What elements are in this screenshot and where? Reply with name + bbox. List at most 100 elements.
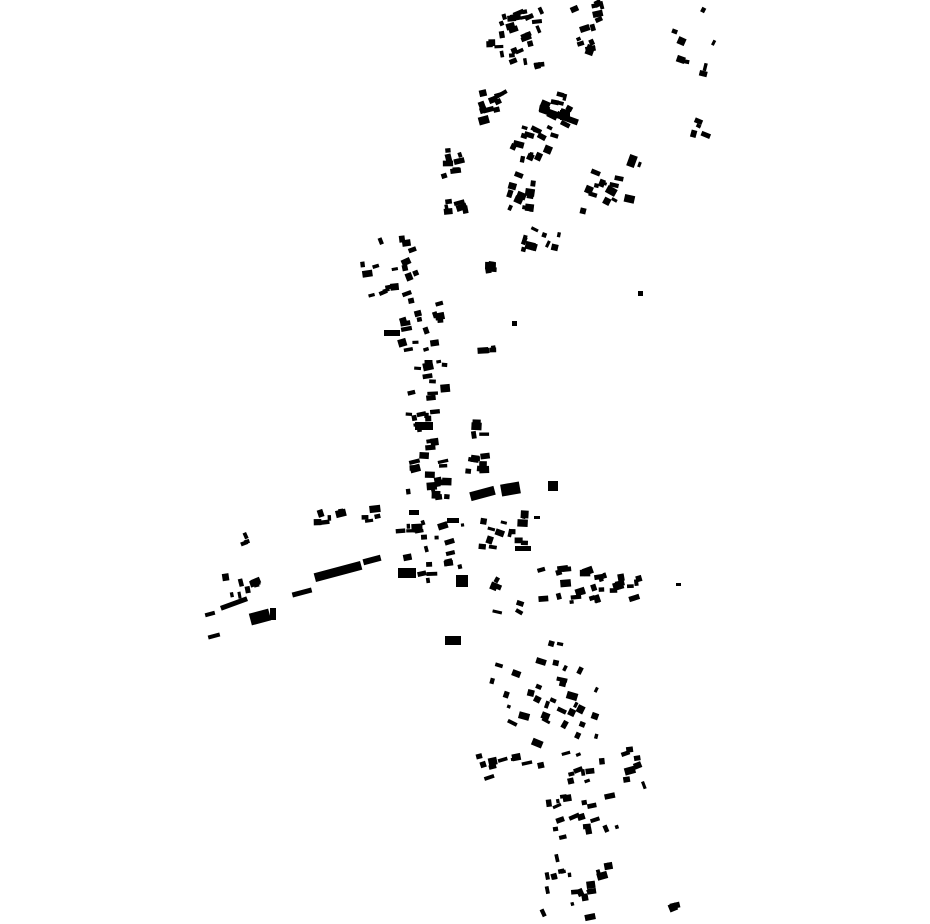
building: [426, 561, 433, 567]
building: [587, 887, 597, 895]
building: [549, 132, 559, 139]
building: [507, 181, 518, 191]
building: [555, 592, 562, 600]
building: [552, 659, 560, 667]
building: [489, 347, 497, 353]
building: [512, 321, 517, 326]
building: [602, 196, 612, 207]
building: [412, 269, 420, 277]
building: [544, 885, 550, 895]
building: [409, 463, 422, 474]
building: [250, 576, 262, 587]
building: [595, 869, 602, 878]
building: [521, 234, 528, 243]
building: [604, 792, 616, 800]
building: [384, 330, 400, 336]
building: [575, 704, 586, 715]
building: [405, 488, 411, 495]
building: [573, 701, 579, 709]
building: [400, 320, 411, 327]
building: [440, 172, 448, 180]
building: [546, 124, 553, 131]
building: [506, 704, 512, 709]
building: [552, 802, 562, 810]
building: [537, 6, 545, 15]
building: [533, 61, 542, 70]
building: [593, 733, 599, 740]
building: [403, 346, 414, 353]
building: [398, 568, 416, 578]
building: [586, 802, 597, 809]
building: [531, 243, 538, 252]
building: [535, 25, 542, 34]
building: [532, 695, 542, 704]
building: [556, 100, 565, 106]
building: [507, 204, 513, 212]
building: [417, 570, 427, 578]
building: [416, 316, 423, 323]
building: [530, 226, 539, 233]
building: [494, 528, 506, 538]
building: [409, 510, 419, 515]
building: [511, 669, 522, 679]
building: [515, 47, 524, 55]
building: [575, 36, 582, 42]
building: [441, 362, 448, 368]
building: [406, 529, 415, 533]
building: [548, 481, 558, 491]
building: [422, 373, 433, 380]
building: [614, 175, 624, 182]
building: [569, 4, 580, 14]
building: [361, 515, 369, 520]
building: [494, 44, 504, 49]
building: [482, 105, 495, 114]
building: [441, 477, 452, 486]
building: [601, 181, 608, 186]
building: [400, 256, 412, 267]
building: [485, 535, 494, 545]
building: [411, 414, 418, 422]
building: [594, 15, 604, 24]
building: [637, 161, 642, 168]
building: [507, 718, 518, 727]
building: [560, 110, 570, 120]
building: [517, 711, 531, 721]
building: [420, 519, 426, 526]
building: [576, 40, 585, 47]
building: [414, 366, 422, 371]
building: [573, 766, 584, 774]
building: [598, 577, 604, 583]
building: [567, 771, 575, 777]
building: [361, 269, 373, 278]
building: [270, 608, 276, 620]
building: [488, 544, 498, 550]
building: [524, 203, 535, 212]
building: [460, 523, 465, 527]
building: [623, 194, 636, 204]
building: [453, 199, 465, 207]
building: [554, 853, 560, 863]
building: [327, 515, 332, 521]
building: [412, 527, 423, 533]
building: [520, 540, 529, 546]
building: [453, 157, 465, 165]
building: [479, 760, 487, 769]
building: [438, 463, 448, 468]
building: [488, 89, 508, 103]
building: [584, 912, 596, 922]
building: [541, 232, 548, 239]
building: [493, 576, 501, 584]
building: [242, 531, 249, 540]
building: [579, 23, 591, 34]
building: [492, 106, 501, 113]
building: [539, 908, 547, 918]
building: [384, 284, 393, 290]
building: [413, 309, 423, 318]
building: [567, 777, 575, 785]
building: [590, 583, 598, 592]
building: [243, 538, 250, 545]
building: [560, 719, 569, 730]
building: [513, 171, 524, 179]
building: [556, 91, 565, 98]
